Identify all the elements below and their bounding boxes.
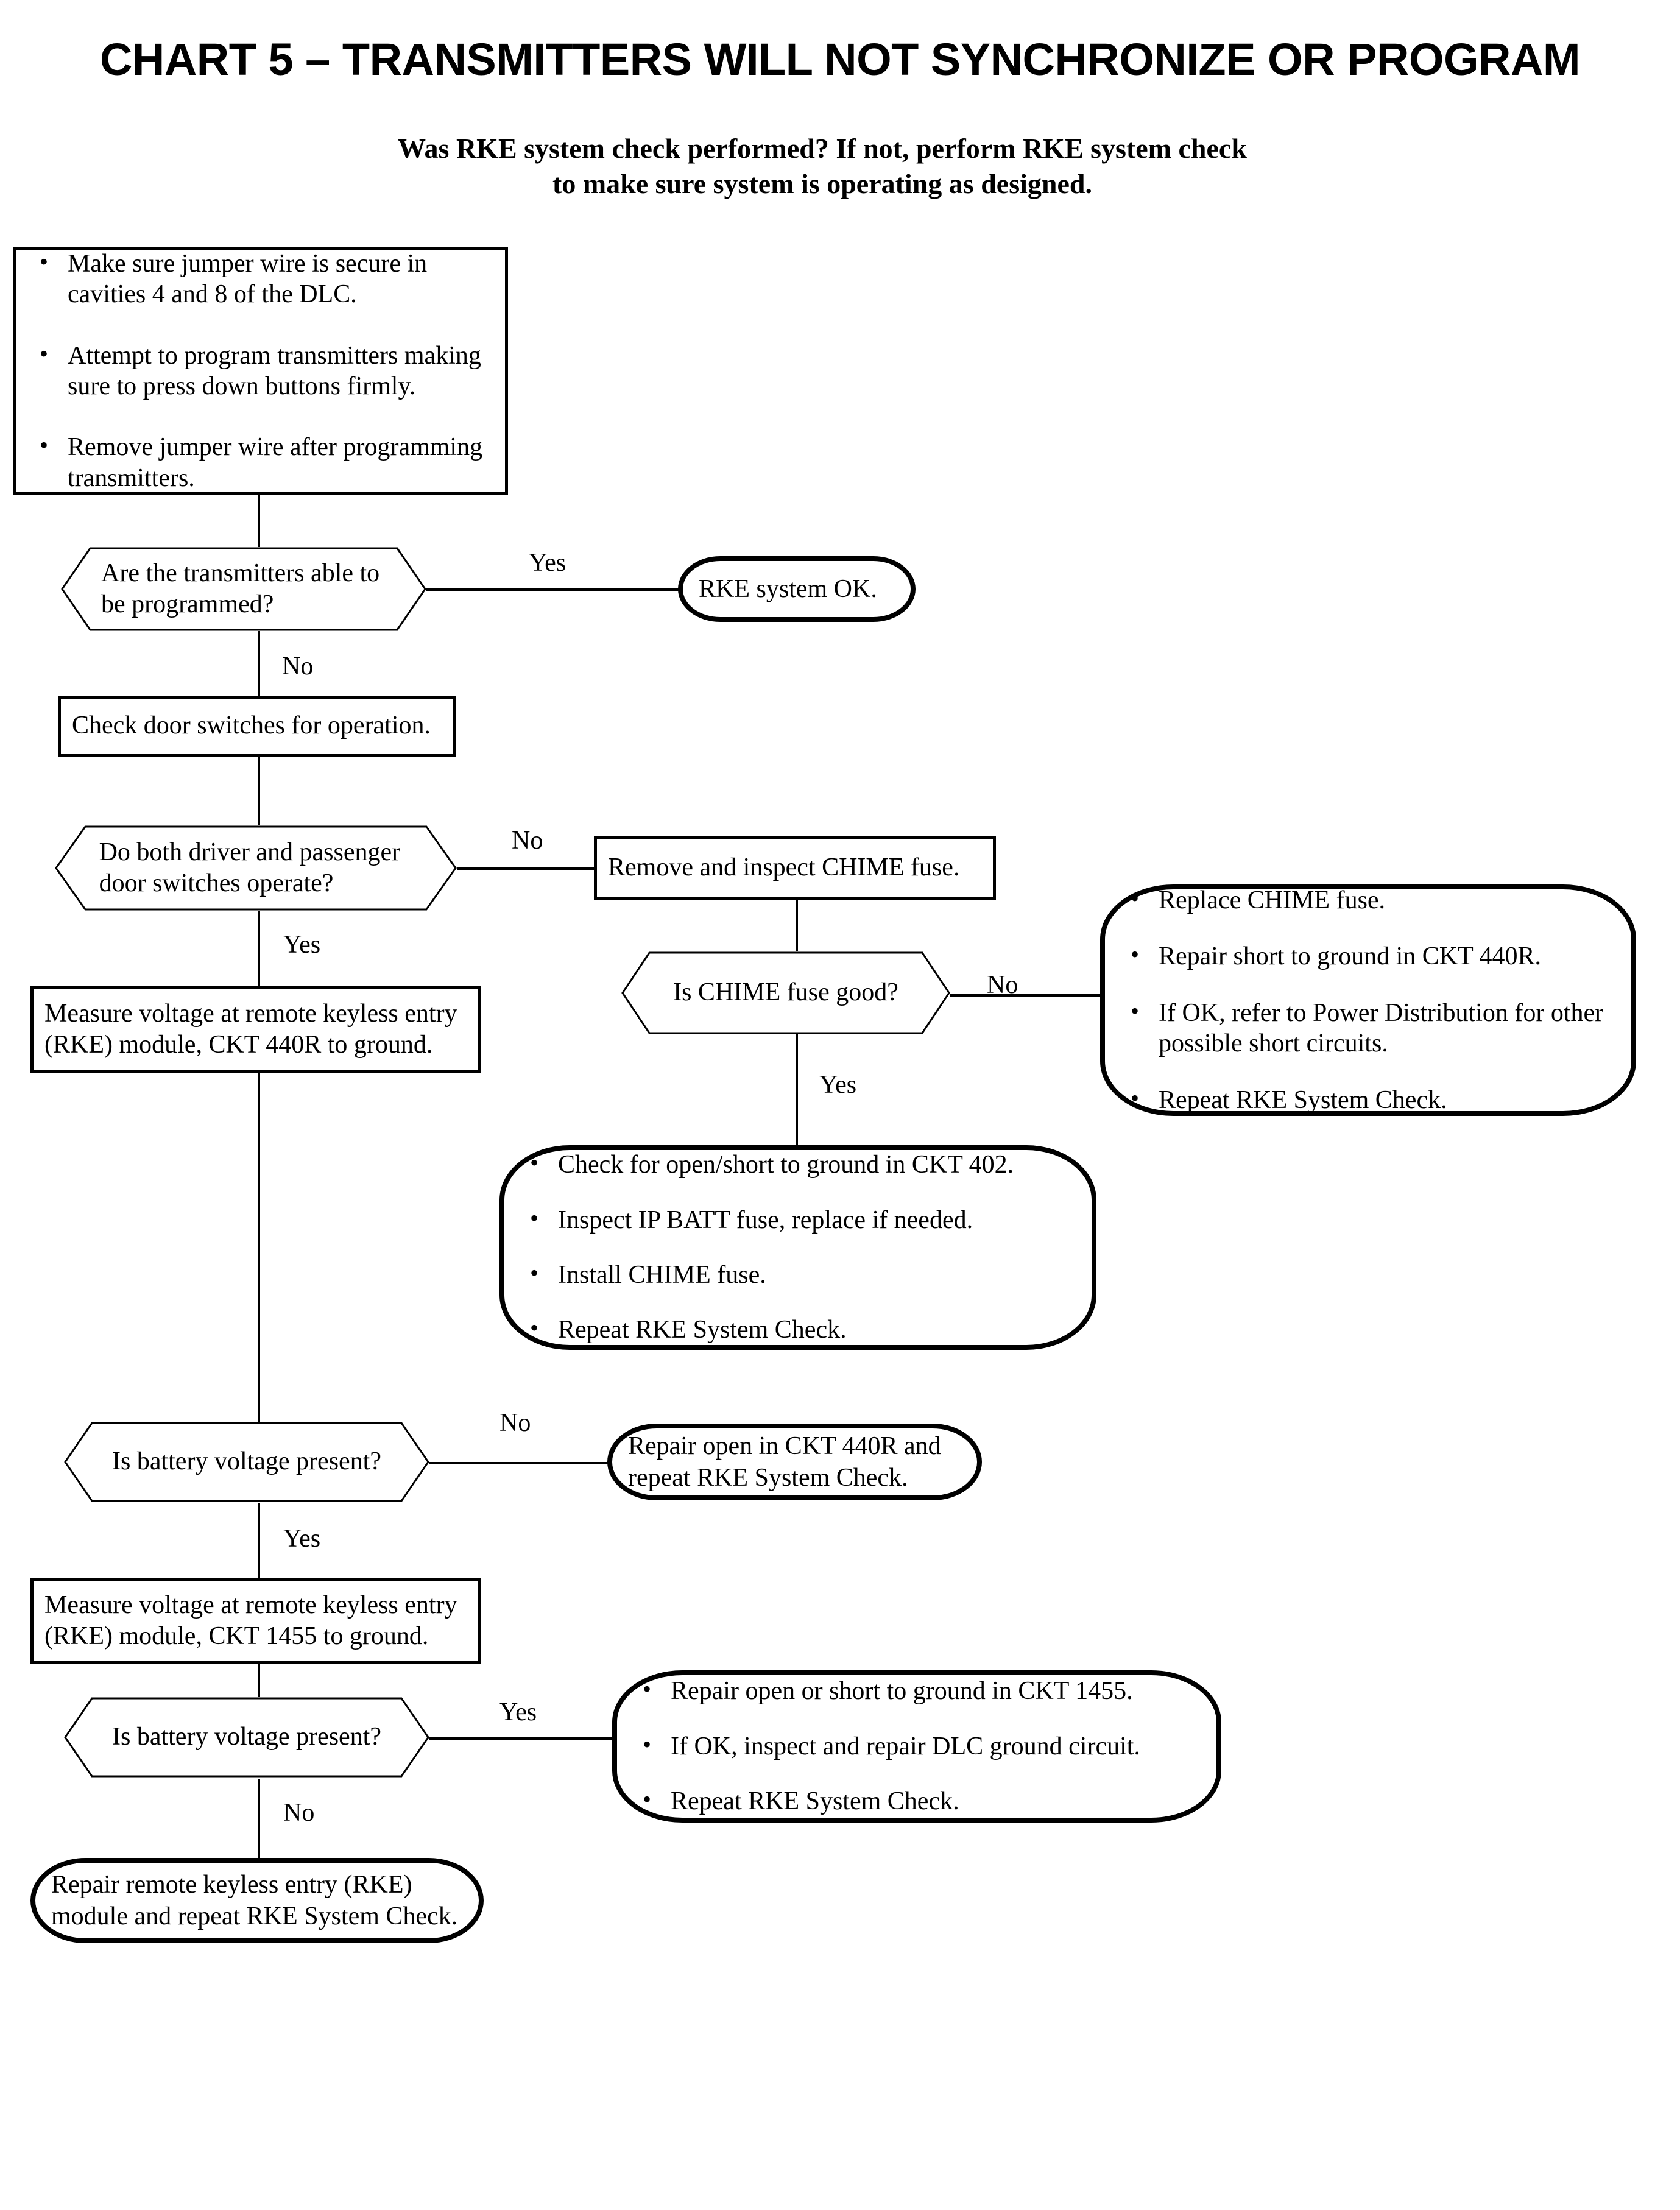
edge-label-yes-5: Yes (499, 1698, 537, 1726)
list-item: If OK, refer to Power Distribution for o… (1120, 997, 1617, 1059)
node-terminal-rke-ok[interactable]: RKE system OK. (678, 556, 916, 622)
connector-decision4-to-measure1455 (258, 1503, 260, 1581)
node-decision-transmitters-programmed[interactable]: Are the transmitters able to be programm… (61, 547, 426, 631)
node-terminal-replace-chime-fuse[interactable]: Replace CHIME fuse. Repair short to grou… (1100, 884, 1636, 1116)
connector-doorswitches-to-decision2 (258, 755, 260, 835)
replace-chime-bullet-list: Replace CHIME fuse. Repair short to grou… (1105, 884, 1631, 1115)
hexagon-shape (621, 951, 950, 1034)
repair-1455-bullet-list: Repair open or short to ground in CKT 14… (617, 1675, 1155, 1816)
node-check-door-switches[interactable]: Check door switches for operation. (58, 696, 456, 757)
node-decision-chime-fuse-good[interactable]: Is CHIME fuse good? (621, 951, 950, 1034)
hexagon-shape (61, 547, 426, 631)
list-item: Repair open or short to ground in CKT 14… (632, 1675, 1140, 1706)
check-open-short-bullet-list: Check for open/short to ground in CKT 40… (504, 1148, 1028, 1346)
node-measure-voltage-1455[interactable]: Measure voltage at remote keyless entry … (30, 1578, 481, 1664)
edge-label-yes-2: Yes (283, 931, 321, 959)
list-item: Repair short to ground in CKT 440R. (1120, 940, 1617, 972)
list-item: Replace CHIME fuse. (1120, 884, 1617, 916)
connector-decision4-no (426, 1462, 609, 1464)
connector-decision3-to-check402 (796, 1033, 798, 1146)
process-label: Remove and inspect CHIME fuse. (608, 853, 960, 882)
edge-label-no-1: No (282, 652, 314, 680)
node-remove-inspect-chime-fuse[interactable]: Remove and inspect CHIME fuse. (594, 836, 996, 900)
connector-decision1-to-doorswitches (258, 630, 260, 697)
edge-label-no-4: No (499, 1409, 531, 1437)
connector-decision2-no (454, 867, 596, 870)
process-label: Measure voltage at remote keyless entry … (44, 999, 457, 1059)
decision-label: Are the transmitters able to be programm… (101, 559, 380, 618)
list-item: Attempt to program transmitters making s… (29, 339, 493, 402)
node-terminal-repair-rke-module[interactable]: Repair remote keyless entry (RKE) module… (30, 1858, 484, 1943)
list-item: Repeat RKE System Check. (1120, 1084, 1617, 1115)
node-decision-door-switches-operate[interactable]: Do both driver and passenger door switch… (55, 825, 457, 911)
edge-label-no-2: No (512, 827, 543, 855)
edge-label-no-3: No (987, 971, 1018, 999)
page-title: CHART 5 – TRANSMITTERS WILL NOT SYNCHRON… (99, 34, 1581, 85)
node-decision-battery-voltage-2[interactable]: Is battery voltage present? (64, 1697, 429, 1778)
connector-instructions-to-decision1 (258, 495, 260, 547)
edge-label-yes-1: Yes (529, 549, 566, 577)
list-item: Install CHIME fuse. (519, 1259, 1014, 1290)
connector-measure440r-to-decision4 (258, 1072, 260, 1462)
connector-decision3-no (949, 994, 1103, 997)
node-terminal-repair-1455[interactable]: Repair open or short to ground in CKT 14… (612, 1670, 1221, 1823)
list-item: Inspect IP BATT fuse, replace if needed. (519, 1204, 1014, 1235)
edge-label-no-5: No (283, 1799, 315, 1827)
list-item: Repeat RKE System Check. (519, 1313, 1014, 1345)
list-item: If OK, inspect and repair DLC ground cir… (632, 1730, 1140, 1762)
instruction-bullet-list: Make sure jumper wire is secure in cavit… (16, 247, 505, 493)
decision-label: Do both driver and passenger door switch… (99, 838, 401, 897)
connector-decision1-yes (426, 588, 681, 591)
chart-subtitle: Was RKE system check performed? If not, … (398, 133, 1247, 200)
list-item: Remove jumper wire after programming tra… (29, 431, 493, 493)
terminal-label: Repair open in CKT 440R and repeat RKE S… (628, 1432, 941, 1492)
terminal-label: Repair remote keyless entry (RKE) module… (51, 1870, 458, 1931)
decision-label: Is CHIME fuse good? (673, 978, 898, 1007)
hexagon-shape (64, 1697, 429, 1778)
node-start-instructions[interactable]: Make sure jumper wire is secure in cavit… (13, 247, 508, 495)
list-item: Repeat RKE System Check. (632, 1785, 1140, 1816)
node-terminal-repair-open-440r[interactable]: Repair open in CKT 440R and repeat RKE S… (607, 1424, 982, 1500)
process-label: Measure voltage at remote keyless entry … (44, 1590, 457, 1650)
decision-label: Is battery voltage present? (112, 1723, 381, 1751)
edge-label-yes-3: Yes (819, 1071, 857, 1099)
hexagon-shape (64, 1422, 429, 1502)
connector-decision2-to-measure440r (258, 900, 260, 987)
process-label: Check door switches for operation. (72, 711, 431, 740)
edge-label-yes-4: Yes (283, 1525, 321, 1553)
list-item: Make sure jumper wire is secure in cavit… (29, 247, 493, 310)
decision-label: Is battery voltage present? (112, 1447, 381, 1476)
connector-decision5-to-repairmodule (258, 1779, 260, 1860)
node-terminal-check-open-short-402[interactable]: Check for open/short to ground in CKT 40… (499, 1145, 1096, 1350)
terminal-label: RKE system OK. (699, 574, 877, 603)
hexagon-shape (55, 825, 457, 911)
list-item: Check for open/short to ground in CKT 40… (519, 1148, 1014, 1180)
connector-decision5-yes (426, 1737, 615, 1740)
node-measure-voltage-440r[interactable]: Measure voltage at remote keyless entry … (30, 986, 481, 1073)
node-decision-battery-voltage-1[interactable]: Is battery voltage present? (64, 1422, 429, 1502)
